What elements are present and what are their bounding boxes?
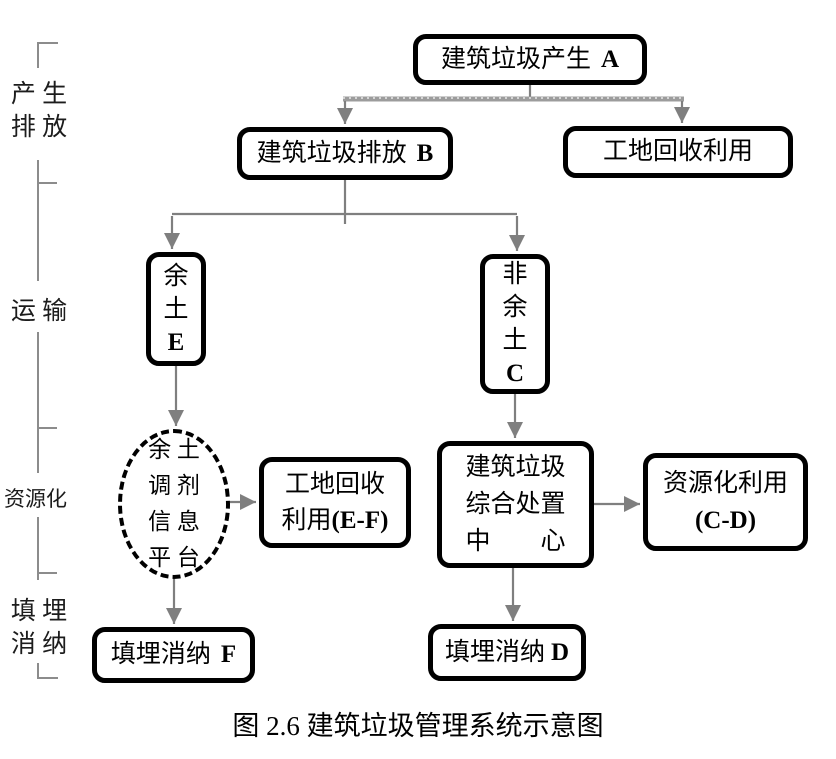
node-generation-a: 建筑垃圾产生 A — [413, 34, 647, 85]
node-generation-label: 建筑垃圾产生 — [440, 45, 591, 73]
node-discharge-label: 建筑垃圾排放 — [256, 139, 407, 167]
node-disposal-center: 建筑垃圾 综合处置 中 心 — [437, 441, 594, 568]
stage-landfill-line1: 填 埋 — [10, 598, 68, 625]
stage-resource-text: 资源化 — [4, 487, 67, 511]
platform-line2: 调 剂 — [148, 473, 200, 498]
figure-caption: 图 2.6 建筑垃圾管理系统示意图 — [232, 711, 604, 741]
node-cd-line1: 资源化利用 — [662, 470, 788, 497]
node-cd-line2: (C-D) — [694, 507, 757, 534]
node-landfill-d-label: 填埋消纳 — [444, 638, 545, 666]
platform-line1: 余 土 — [148, 437, 200, 462]
node-surplus-soil-char1: 余 — [163, 262, 189, 290]
node-disposal-line2: 综合处置 — [465, 491, 566, 518]
node-soil-info-platform: 余 土 调 剂 信 息 平 台 — [118, 429, 230, 579]
node-disposal-center-lines: 建筑垃圾 综合处置 中 心 — [465, 449, 565, 560]
node-site-recycling: 工地回收利用 — [563, 126, 793, 178]
stage-transport-text: 运 输 — [10, 298, 68, 325]
node-ef-line2-text: 利用 — [281, 506, 332, 534]
node-ef-line2: 利用(E-F) — [282, 503, 389, 539]
node-non-surplus-char2: 余 — [502, 294, 528, 321]
node-generation-code: A — [600, 45, 620, 73]
node-site-recycling-ef: 工地回收 利用(E-F) — [259, 457, 411, 548]
node-ef-line2-code: (E-F) — [331, 506, 389, 534]
stage-generation-line1: 产 生 — [10, 81, 68, 108]
node-landfill-d: 填埋消纳 D — [428, 624, 586, 681]
node-ef-line1: 工地回收 — [284, 470, 385, 498]
node-discharge-code: B — [416, 139, 434, 167]
node-landfill-f-code: F — [220, 641, 237, 669]
stage-label-generation-discharge: 产 生 排 放 — [10, 78, 68, 144]
node-landfill-d-code: D — [550, 638, 570, 666]
stage-generation-line2: 排 放 — [10, 114, 68, 141]
stage-label-resource: 资源化 — [4, 483, 67, 516]
node-discharge-b: 建筑垃圾排放 B — [237, 127, 453, 180]
stage-label-transport: 运 输 — [10, 295, 68, 328]
node-landfill-f-label: 填埋消纳 — [110, 641, 211, 669]
node-resource-utilization-cd: 资源化利用 (C-D) — [643, 453, 808, 551]
stage-label-landfill: 填 埋 消 纳 — [10, 595, 68, 661]
platform-line4: 平 台 — [148, 545, 200, 570]
node-surplus-soil-char2: 土 — [163, 295, 189, 323]
platform-line3: 信 息 — [148, 509, 200, 534]
stage-landfill-line2: 消 纳 — [10, 631, 68, 658]
node-non-surplus-soil-c: 非 余 土 C — [480, 254, 550, 394]
connector-lines — [164, 85, 690, 624]
node-disposal-line1: 建筑垃圾 — [465, 454, 566, 481]
node-non-surplus-char3: 土 — [502, 327, 528, 354]
node-site-recycling-label: 工地回收利用 — [602, 138, 753, 166]
node-surplus-soil-e: 余 土 E — [146, 252, 206, 366]
node-disposal-line3: 中 心 — [465, 528, 566, 555]
stage-bracket-rail — [37, 42, 58, 679]
node-landfill-f: 填埋消纳 F — [92, 627, 255, 683]
node-non-surplus-char1: 非 — [502, 261, 528, 288]
node-surplus-soil-code: E — [167, 328, 185, 356]
node-non-surplus-code: C — [505, 360, 525, 387]
